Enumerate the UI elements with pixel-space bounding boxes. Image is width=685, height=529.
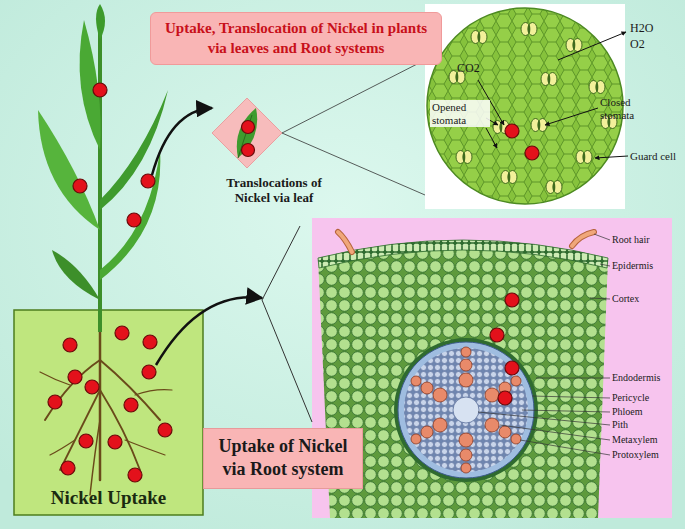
part-label: Metaxylem — [612, 434, 658, 446]
part-label: Endodermis — [612, 372, 660, 384]
gas-label: O2 — [630, 38, 645, 52]
part-label: Pith — [612, 419, 628, 431]
node-text: Uptake of Nickel via Root system — [212, 435, 354, 482]
part-label: Protoxylem — [612, 449, 659, 461]
gas-label: CO2 — [457, 62, 480, 76]
root-uptake-box: Uptake of Nickel via Root system — [203, 428, 363, 489]
part-label: Root hair — [612, 234, 650, 246]
section-label: Translocations of Nickel via leaf — [212, 176, 336, 206]
part-label: Pericycle — [612, 392, 649, 404]
part-label: Epidermis — [612, 260, 653, 272]
title-text: Uptake, Translocation of Nickel in plant… — [159, 18, 433, 59]
part-label: Phloem — [612, 406, 643, 418]
stomata-label: Closed stomata — [600, 96, 660, 121]
stomata-label: Opened stomata — [430, 100, 490, 127]
uptake-box: Nickel Uptake — [14, 310, 203, 515]
part-label: Cortex — [612, 293, 639, 305]
node-text: Nickel Uptake — [51, 487, 167, 509]
gas-label: H2O — [630, 22, 653, 36]
cell-label: Guard cell — [630, 150, 676, 163]
title-box: Uptake, Translocation of Nickel in plant… — [150, 12, 442, 65]
